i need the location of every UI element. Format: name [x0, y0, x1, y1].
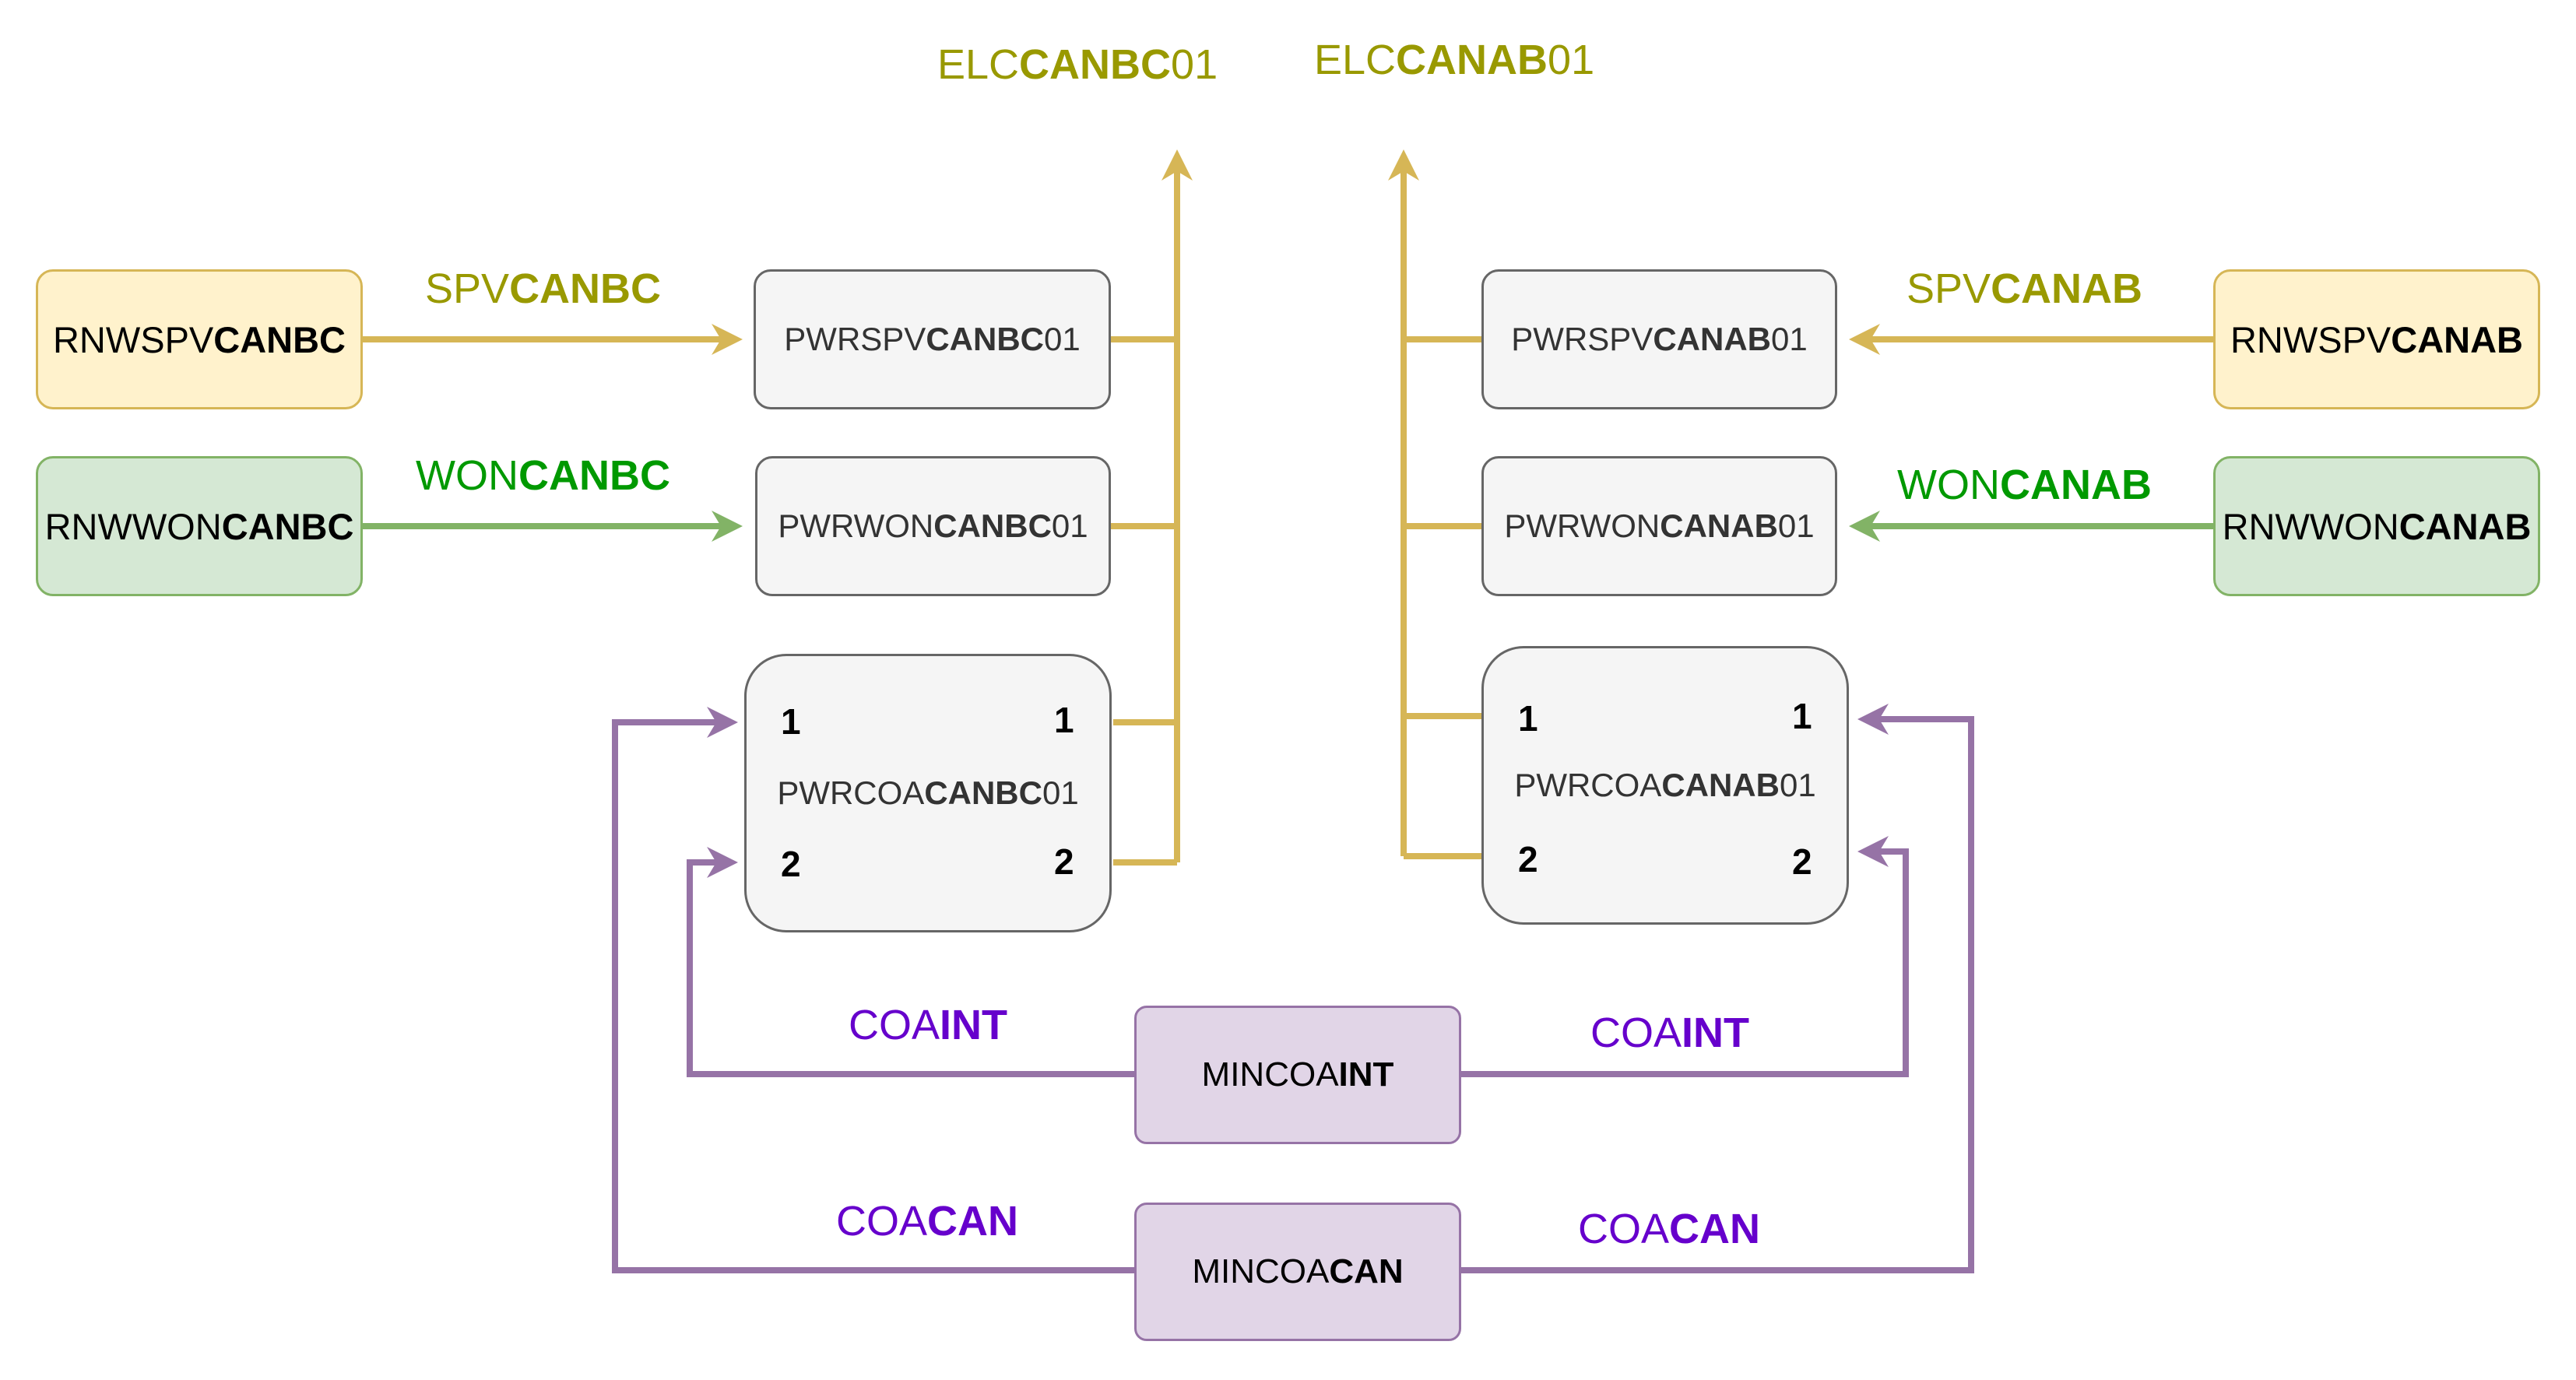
- port-canab-in-1: 1: [1792, 696, 1812, 736]
- port-canbc-in-2: 2: [781, 844, 801, 884]
- port-canbc-out-2: 2: [1054, 841, 1074, 882]
- elc-canab-output-tree: [1388, 149, 1481, 859]
- commodity-coa-can-left: COACAN: [836, 1198, 1019, 1245]
- port-canab-out-1: 1: [1518, 698, 1538, 739]
- commodity-won-canbc: WONCANBC: [416, 452, 670, 499]
- commodity-won-canab: WONCANAB: [1897, 462, 2152, 508]
- coa-can-right-flow: [1461, 704, 1974, 1273]
- commodity-coa-can-right: COACAN: [1578, 1206, 1761, 1252]
- elc-canbc-output-tree: [1111, 149, 1193, 866]
- port-canab-out-2: 2: [1518, 839, 1538, 880]
- port-canbc-in-1: 1: [781, 701, 801, 742]
- commodity-spv-canbc: SPVCANBC: [425, 265, 662, 312]
- output-elc-canab01: ELCCANAB01: [1314, 37, 1595, 83]
- coa-int-right-flow: [1461, 836, 1909, 1077]
- output-elc-canbc01: ELCCANBC01: [937, 41, 1218, 88]
- coal-flows: [612, 704, 1974, 1273]
- commodity-spv-canab: SPVCANAB: [1907, 265, 2143, 312]
- coa-can-left-flow: [612, 707, 1134, 1273]
- port-canab-in-2: 2: [1792, 841, 1812, 882]
- coa-int-left-flow: [687, 847, 1134, 1077]
- commodity-coa-int-right: COAINT: [1590, 1010, 1750, 1056]
- commodity-coa-int-left: COAINT: [849, 1002, 1008, 1048]
- port-canbc-out-1: 1: [1054, 700, 1074, 740]
